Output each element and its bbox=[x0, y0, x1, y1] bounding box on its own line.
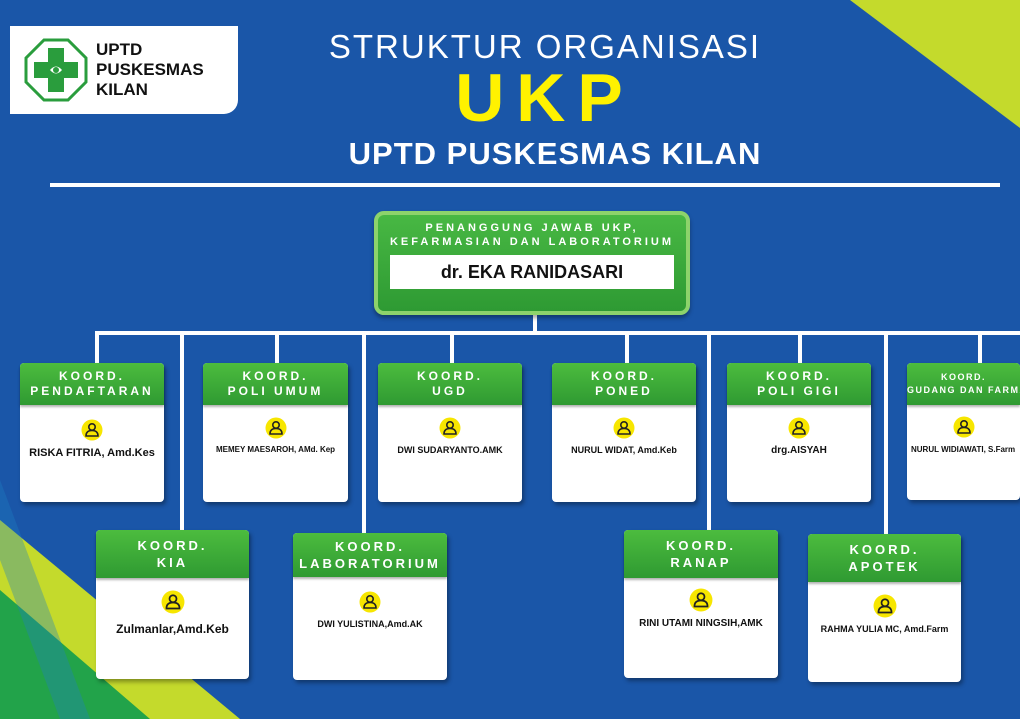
card-title-line1: KOORD. bbox=[335, 539, 405, 554]
card-person-name: NURUL WIDAT, Amd.Keb bbox=[571, 445, 677, 455]
connector-apotek bbox=[884, 331, 888, 541]
card-person-name: RISKA FITRIA, Amd.Kes bbox=[29, 447, 155, 459]
card-title-line1: KOORD. bbox=[849, 542, 920, 557]
connector-ugd bbox=[450, 331, 454, 365]
card-header: KOORD. APOTEK bbox=[808, 534, 961, 582]
card-person-name: RINI UTAMI NINGSIH,AMK bbox=[639, 618, 763, 629]
card-title-line2: POLI UMUM bbox=[227, 384, 324, 398]
card-header: KOORD. PONED bbox=[552, 363, 696, 405]
connector-poli-umum bbox=[275, 331, 279, 365]
logo-text: UPTD PUSKESMAS KILAN bbox=[96, 40, 204, 100]
card-title-line1: KOORD. bbox=[766, 369, 832, 383]
card-header: KOORD. KIA bbox=[96, 530, 249, 578]
head-name: dr. EKA RANIDASARI bbox=[390, 255, 674, 289]
card-header: KOORD. POLI UMUM bbox=[203, 363, 348, 405]
connector-bus bbox=[95, 331, 1020, 335]
card-poned: KOORD. PONED NURUL WIDAT, Amd.Keb bbox=[552, 363, 696, 502]
card-apotek: KOORD. APOTEK RAHMA YULIA MC, Amd.Farm bbox=[808, 534, 961, 682]
title-line1: STRUKTUR ORGANISASI bbox=[328, 28, 762, 65]
title-line2: UKP bbox=[455, 60, 635, 136]
logo-box: UPTD PUSKESMAS KILAN bbox=[10, 26, 238, 114]
card-person-name: RAHMA YULIA MC, Amd.Farm bbox=[820, 624, 949, 634]
card-title-line2: LABORATORIUM bbox=[299, 556, 441, 571]
card-header: KOORD. RANAP bbox=[624, 530, 778, 578]
card-title-line1: KOORD. bbox=[591, 369, 657, 383]
card-person-name: NURUL WIDIAWATI, S.Farm bbox=[911, 445, 1016, 454]
card-title-line1: KOORD. bbox=[242, 369, 309, 383]
connector-ranap bbox=[707, 331, 711, 535]
card-header: KOORD. UGD bbox=[378, 363, 522, 405]
card-person-name: drg.AISYAH bbox=[771, 445, 827, 456]
connector-poned bbox=[625, 331, 629, 365]
connector-pendaftaran bbox=[95, 331, 99, 365]
card-poli-umum: KOORD. POLI UMUM MEMEY MAESAROH, AMd. Ke… bbox=[203, 363, 348, 502]
head-role-line1: PENANGGUNG JAWAB UKP, bbox=[425, 222, 639, 234]
person-icon bbox=[359, 591, 381, 613]
card-header: KOORD. GUDANG DAN FARMASI bbox=[907, 363, 1020, 405]
person-icon bbox=[953, 416, 974, 438]
card-person-name: MEMEY MAESAROH, AMd. Kep bbox=[215, 445, 336, 454]
connector-kia bbox=[180, 331, 184, 535]
card-title-line2: GUDANG DAN FARMASI bbox=[907, 385, 1020, 395]
card-title-line1: KOORD. bbox=[137, 538, 208, 553]
card-person-name: DWI SUDARYANTO.AMK bbox=[397, 445, 503, 455]
connector-laboratorium bbox=[362, 331, 366, 541]
logo-line3: KILAN bbox=[96, 80, 148, 99]
title-line3: UPTD PUSKESMAS KILAN bbox=[348, 136, 762, 171]
head-role: PENANGGUNG JAWAB UKP, KEFARMASIAN DAN LA… bbox=[378, 221, 686, 249]
person-icon bbox=[265, 417, 286, 439]
card-ugd: KOORD. UGD DWI SUDARYANTO.AMK bbox=[378, 363, 522, 502]
person-icon bbox=[439, 417, 461, 439]
connector-trunk bbox=[533, 313, 537, 333]
card-kia: KOORD. KIA Zulmanlar,Amd.Keb bbox=[96, 530, 249, 679]
card-title-line2: APOTEK bbox=[848, 559, 921, 574]
card-title-line2: POLI GIGI bbox=[757, 384, 841, 398]
head-box: PENANGGUNG JAWAB UKP, KEFARMASIAN DAN LA… bbox=[374, 211, 690, 315]
connector-poli-gigi bbox=[798, 331, 802, 365]
card-title-line1: KOORD. bbox=[941, 372, 986, 382]
card-poli-gigi: KOORD. POLI GIGI drg.AISYAH bbox=[727, 363, 871, 502]
card-ranap: KOORD. RANAP RINI UTAMI NINGSIH,AMK bbox=[624, 530, 778, 678]
card-title-line2: PONED bbox=[595, 384, 653, 398]
person-icon bbox=[788, 417, 810, 439]
title-divider bbox=[50, 183, 1000, 187]
person-icon bbox=[689, 588, 713, 612]
card-title-line2: RANAP bbox=[670, 555, 732, 570]
card-title-line1: KOORD. bbox=[666, 538, 736, 553]
card-header: KOORD. PENDAFTARAN bbox=[20, 363, 164, 405]
head-role-line2: KEFARMASIAN DAN LABORATORIUM bbox=[389, 236, 675, 248]
card-person-name: Zulmanlar,Amd.Keb bbox=[116, 622, 229, 636]
logo-line1: UPTD bbox=[96, 40, 143, 59]
card-header: KOORD. LABORATORIUM bbox=[293, 533, 447, 577]
card-title-line1: KOORD. bbox=[417, 369, 483, 383]
card-title-line1: KOORD. bbox=[59, 369, 125, 383]
person-icon bbox=[873, 594, 896, 618]
person-icon bbox=[161, 590, 184, 614]
puskesmas-cross-logo-icon bbox=[24, 38, 88, 102]
card-person-name: DWI YULISTINA,Amd.AK bbox=[317, 619, 423, 629]
card-header: KOORD. POLI GIGI bbox=[727, 363, 871, 405]
card-pendaftaran: KOORD. PENDAFTARAN RISKA FITRIA, Amd.Kes bbox=[20, 363, 164, 502]
connector-gudang bbox=[978, 331, 982, 371]
card-title-line2: PENDAFTARAN bbox=[30, 384, 154, 398]
person-icon bbox=[81, 419, 103, 441]
card-laboratorium: KOORD. LABORATORIUM DWI YULISTINA,Amd.AK bbox=[293, 533, 447, 680]
person-icon bbox=[613, 417, 635, 439]
card-title-line2: KIA bbox=[156, 555, 189, 570]
card-title-line2: UGD bbox=[432, 384, 468, 398]
card-gudang: KOORD. GUDANG DAN FARMASI NURUL WIDIAWAT… bbox=[907, 363, 1020, 500]
logo-line2: PUSKESMAS bbox=[96, 60, 204, 79]
